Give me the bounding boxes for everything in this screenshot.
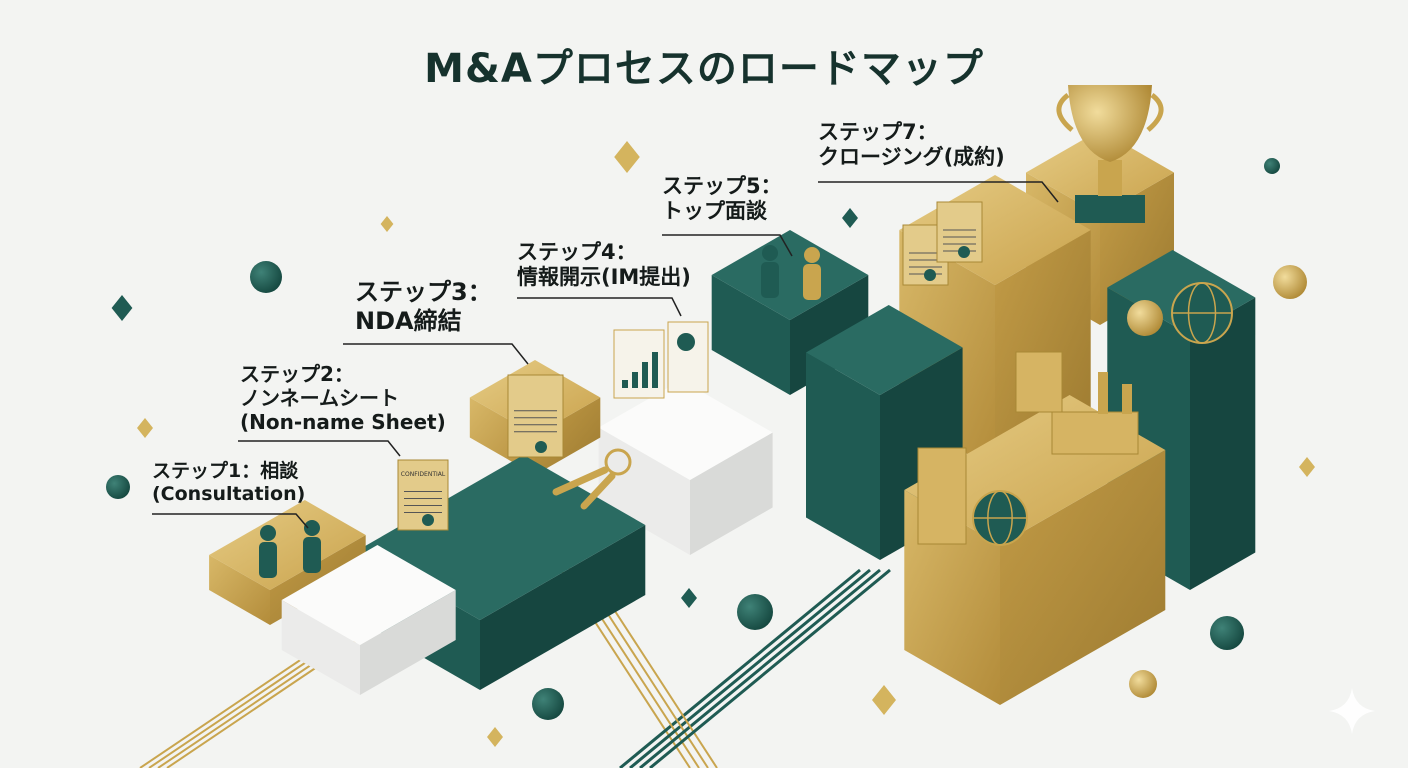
- label-step3-line1: ステップ3：: [355, 278, 492, 306]
- decorations: CONFIDENTIAL: [106, 85, 1375, 747]
- label-step5: ステップ5： トップ面談: [662, 174, 782, 224]
- teal-sphere: [250, 261, 282, 293]
- person-icon: [761, 245, 779, 298]
- nda-document-icon: [507, 374, 564, 458]
- diamond-icon: [380, 216, 394, 232]
- factory-icon: [1051, 372, 1139, 455]
- diamond-icon: [842, 208, 858, 228]
- diamond-icon: [614, 141, 640, 173]
- teal-path-line: [649, 568, 891, 768]
- teal-path-line: [639, 568, 881, 768]
- label-step3: ステップ3： NDA締結: [355, 278, 492, 336]
- block-step2-white: [281, 545, 456, 695]
- report-chart-icon: [613, 321, 709, 399]
- label-step1-line1: ステップ1：相談: [152, 460, 299, 482]
- block-step4-white: [598, 380, 773, 555]
- teal-path-line: [619, 568, 861, 768]
- label-step2-line2: ノンネームシート: [240, 386, 399, 410]
- building-icon: [917, 351, 1063, 545]
- leader-step7: [818, 181, 1059, 203]
- document-stamp: CONFIDENTIAL: [401, 471, 446, 478]
- leader-step4: [517, 297, 682, 317]
- diamond-icon: [1299, 457, 1315, 477]
- teal-sphere: [737, 594, 773, 630]
- confidential-document-icon: CONFIDENTIAL: [397, 459, 449, 531]
- diamond-icon: [681, 588, 697, 608]
- gold-sphere: [1273, 265, 1307, 299]
- leader-step3: [343, 343, 529, 365]
- teal-sphere: [1264, 158, 1280, 174]
- person-icon: [803, 247, 821, 300]
- gold-sphere: [1129, 670, 1157, 698]
- keys-icon: [552, 448, 632, 510]
- gold-path-line: [139, 639, 331, 768]
- label-step7: ステップ7： クロージング(成約): [818, 120, 1005, 170]
- person-icon: [303, 520, 321, 573]
- diamond-icon: [111, 295, 133, 321]
- teal-sphere: [106, 475, 130, 499]
- label-step5-line1: ステップ5：: [662, 174, 782, 198]
- label-leader-lines: [152, 181, 1059, 529]
- label-step1-line2: (Consultation): [152, 482, 306, 505]
- page-title: M&Aプロセスのロードマップ: [424, 46, 984, 92]
- label-step3-line2: NDA締結: [355, 306, 462, 335]
- globe-icon: [1171, 282, 1233, 344]
- person-icon: [259, 525, 277, 578]
- label-step4: ステップ4： 情報開示(IM提出): [517, 240, 691, 290]
- teal-sphere: [532, 688, 564, 720]
- sparkle-icon: [1329, 688, 1375, 734]
- teal-sphere: [1210, 616, 1244, 650]
- leader-step1: [152, 513, 309, 529]
- trophy-icon: [1056, 85, 1164, 223]
- leader-step2: [238, 440, 401, 457]
- label-step1: ステップ1：相談 (Consultation): [152, 460, 305, 506]
- label-step2-line1: ステップ2：: [240, 362, 354, 386]
- label-step7-line1: ステップ7：: [818, 120, 938, 144]
- gold-sphere: [1127, 300, 1163, 336]
- contract-document-icon: [936, 201, 983, 263]
- label-step4-line2: 情報開示(IM提出): [517, 265, 691, 290]
- teal-path-line: [629, 568, 871, 768]
- leader-step5: [662, 234, 793, 257]
- label-step2-line3: (Non-name Sheet): [240, 410, 446, 434]
- label-step2: ステップ2： ノンネームシート (Non-name Sheet): [240, 362, 446, 434]
- diamond-icon: [872, 685, 896, 715]
- label-step5-line2: トップ面談: [662, 199, 767, 224]
- globe-icon: [972, 490, 1028, 546]
- diamond-icon: [487, 727, 503, 747]
- label-step4-line1: ステップ4：: [517, 240, 637, 264]
- label-step7-line2: クロージング(成約): [818, 145, 1005, 170]
- diamond-icon: [137, 418, 153, 438]
